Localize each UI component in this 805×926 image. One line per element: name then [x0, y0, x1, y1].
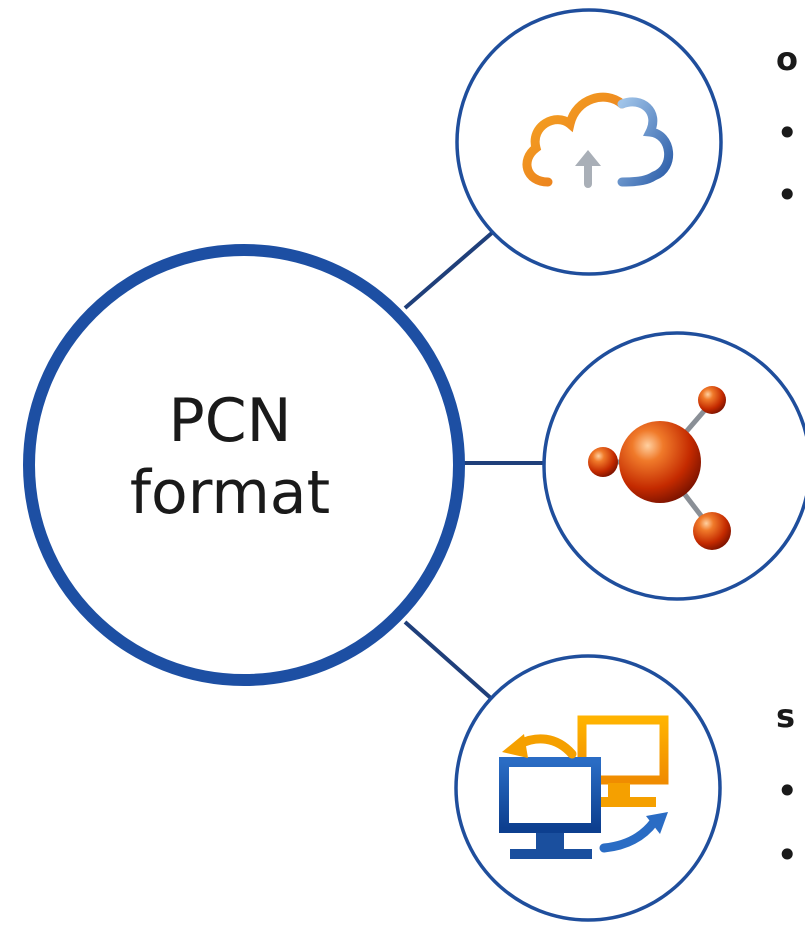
top-section-heading: o: [776, 40, 798, 78]
bottom-section-heading: s: [776, 697, 796, 735]
connector-bottom: [403, 620, 495, 702]
top-section-bullet-2: •: [776, 173, 799, 217]
cloud-upload-icon: [522, 92, 674, 188]
molecule-icon: [588, 386, 731, 550]
main-node-circle: [23, 244, 465, 686]
main-node-label: PCN format: [30, 385, 430, 529]
bottom-section-bullet-2: •: [776, 833, 799, 877]
main-node-line2: format: [129, 458, 331, 528]
connector-top: [403, 230, 495, 310]
main-node-line1: PCN: [168, 386, 292, 456]
computers-sync-icon: [499, 715, 669, 859]
node-circle-top: [455, 8, 723, 276]
bottom-section-bullet-1: •: [776, 769, 799, 813]
top-section-bullet-1: •: [776, 111, 799, 155]
